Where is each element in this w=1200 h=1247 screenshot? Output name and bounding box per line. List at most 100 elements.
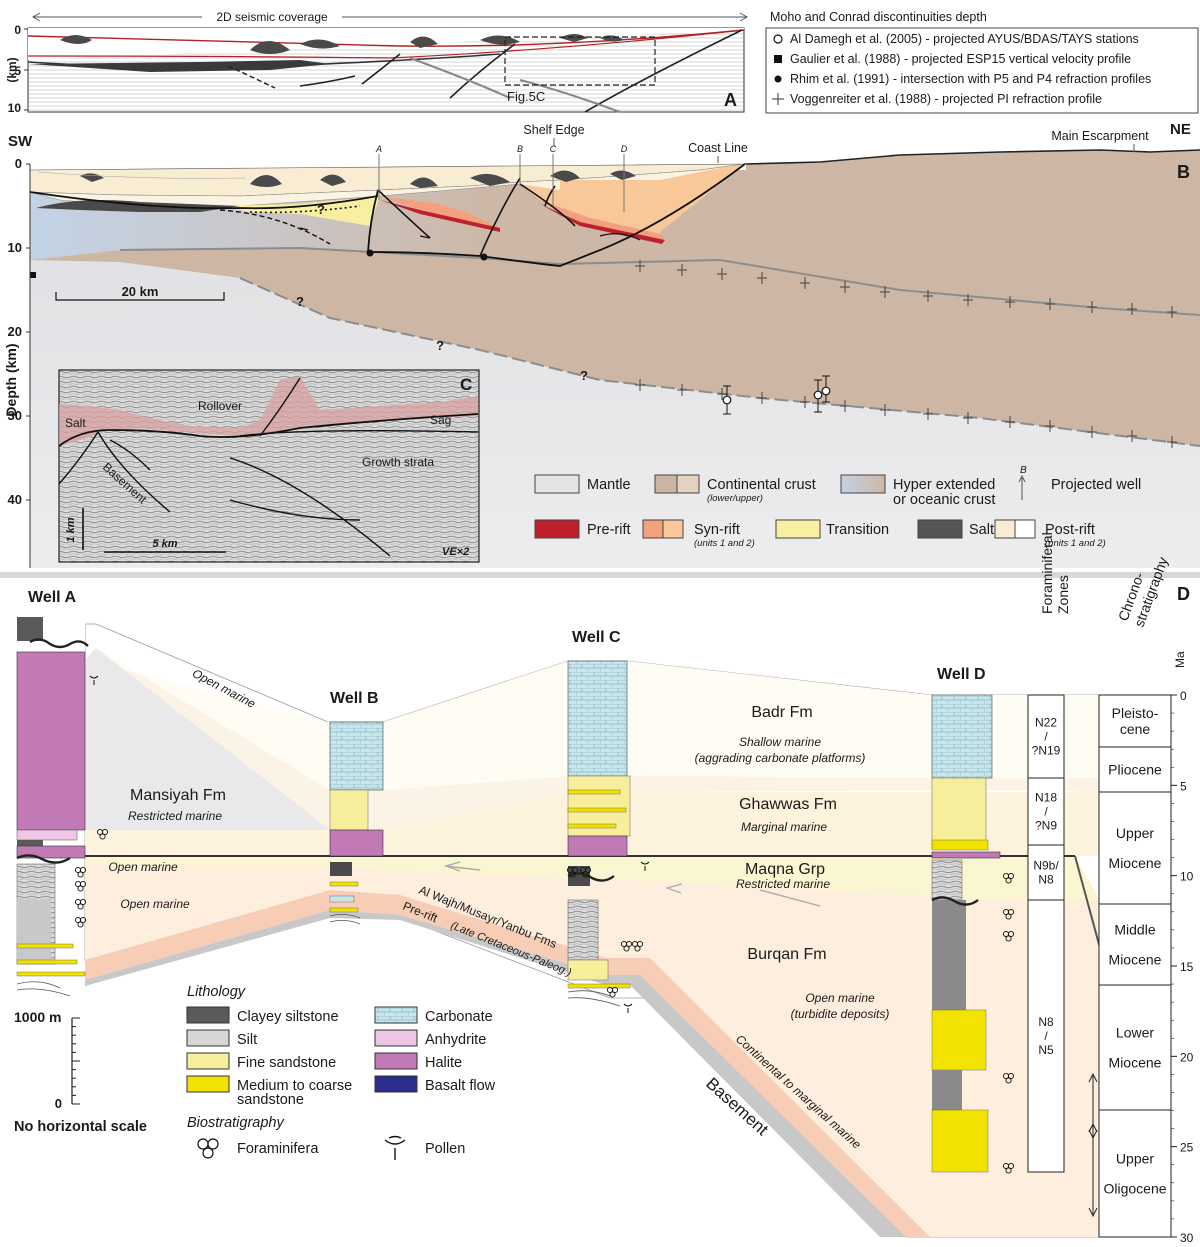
arrow-head-left-icon	[31, 12, 41, 22]
salt-diapir	[470, 173, 510, 186]
well-b-sand	[329, 881, 359, 887]
plus-icon	[800, 396, 810, 408]
foram-zone-label: /	[1044, 1029, 1048, 1043]
foraminifera-icon	[1002, 872, 1015, 884]
swatch-basalt	[374, 1075, 418, 1093]
pre-rift-1	[380, 200, 500, 232]
ghawwas-label: Ghawwas Fm	[739, 796, 837, 813]
foram-zone-label: ?N19	[1032, 744, 1061, 758]
chrono-label: Pleisto-	[1112, 705, 1159, 721]
rollover-label: Rollover	[198, 399, 242, 413]
salt-diapir	[250, 175, 282, 187]
panel-b-ytick: 30	[8, 408, 22, 423]
well-d-clay-2	[932, 1070, 962, 1110]
post-rift-reflector	[37, 171, 247, 179]
arrow-icon	[664, 883, 683, 894]
legend-swatch-transition	[775, 519, 821, 539]
burqan-band	[85, 866, 1100, 1237]
mansiyah-label: Mansiyah Fm	[130, 787, 226, 804]
lithology-legend: Lithology Clayey siltstone Silt Fine san…	[186, 984, 496, 1160]
badr-label: Badr Fm	[751, 704, 812, 721]
salt-diapir	[320, 174, 346, 186]
swatch-medium-sandstone	[186, 1075, 230, 1093]
well-c-fine-sand-2	[567, 959, 609, 981]
plus-icon	[923, 290, 933, 302]
plus-icon	[880, 286, 890, 298]
plus-icon	[1087, 426, 1097, 438]
legend-postrift: Post-rift	[1045, 522, 1095, 538]
legend-mantle: Mantle	[587, 477, 631, 493]
lith-fine-sandstone: Fine sandstone	[237, 1055, 336, 1071]
burqan-label: Burqan Fm	[747, 946, 826, 963]
ma-tick-label: 25	[1180, 1141, 1194, 1155]
ma-tick-label: 5	[1180, 779, 1187, 793]
lith-clayey-siltstone: Clayey siltstone	[237, 1009, 339, 1025]
vscale-ticks	[72, 1017, 80, 1105]
foraminifera-icon	[566, 866, 579, 878]
panel-b-ytick: 20	[8, 324, 22, 339]
legend-swatch-hyper	[840, 474, 886, 494]
panel-b-ylabel: Depth (km)	[3, 343, 19, 416]
lower-crust	[30, 248, 1200, 446]
burqan-env-1: Open marine	[805, 991, 875, 1005]
legend-swatch-cont-lower	[654, 474, 678, 494]
plus-icon	[880, 404, 890, 416]
scale-label-5km: 5 km	[152, 538, 177, 550]
well-d-sand	[931, 839, 989, 851]
swatch-fine-sandstone	[186, 1052, 230, 1070]
foraminifera-icon	[620, 940, 633, 952]
filled-circle-icon	[774, 75, 782, 83]
foram-zone-label: N8	[1038, 873, 1054, 887]
chrono-cell	[1098, 903, 1172, 986]
panel-c: Salt Rollover Sag Basement Growth strata…	[58, 369, 480, 563]
voggenreiter-markers	[635, 260, 1177, 448]
arrow-icon	[444, 861, 461, 872]
question-mark: ?	[580, 368, 588, 383]
well-c-silt	[567, 899, 599, 961]
foraminifera-icon	[1002, 908, 1015, 920]
badr-env-2: (aggrading carbonate platforms)	[695, 751, 866, 765]
salt-diapir	[610, 170, 636, 180]
well-label-a: A	[375, 144, 382, 154]
panel-a-salt-1	[28, 60, 330, 72]
well-b-halite	[329, 829, 384, 857]
panel-b: ? ? ? ? A B C D Shelf	[3, 121, 1200, 568]
legend-swatch-syn2	[662, 519, 684, 539]
discontinuity-title: Moho and Conrad discontinuities depth	[770, 10, 987, 24]
vscale-zero: 0	[55, 1096, 62, 1111]
fig5c-label: Fig.5C	[507, 89, 545, 104]
rhim-marker	[366, 249, 374, 257]
chrono-cell	[1098, 1109, 1172, 1238]
open-circle-icon	[722, 395, 732, 405]
scale-label-20km: 20 km	[122, 284, 159, 299]
salt-overlay	[59, 376, 478, 446]
open-circle-icon	[773, 34, 783, 44]
legend-continental-sub: (lower/upper)	[707, 493, 763, 504]
foraminifera-icon	[197, 1138, 219, 1159]
projected-well-icon	[1018, 474, 1026, 500]
plus-icon	[923, 408, 933, 420]
ma-tick-label: 10	[1180, 870, 1194, 884]
maqna-label: Maqna Grp	[745, 861, 825, 878]
well-a-basement	[16, 981, 71, 997]
bio-pollen: Pollen	[425, 1141, 465, 1157]
shelf-edge-label: Shelf Edge	[523, 123, 584, 137]
well-b-fine-sand	[329, 789, 369, 831]
foram-zone-label: N5	[1038, 1043, 1054, 1057]
well-a-halite	[16, 651, 86, 831]
chrono-label: Miocene	[1109, 952, 1162, 968]
panel-a-ytick: 0	[14, 23, 21, 37]
unconformity-line-2	[1074, 855, 1101, 949]
foram-zone-cell	[1027, 694, 1065, 779]
foraminifera-icon	[74, 866, 87, 878]
well-d-clay	[932, 900, 966, 1010]
swatch-anhydrite	[374, 1029, 418, 1047]
syn-rift-2	[520, 184, 660, 234]
foraminifera-icon	[74, 898, 87, 910]
plus-icon	[635, 379, 645, 391]
lith-anhydrite: Anhydrite	[425, 1032, 486, 1048]
question-mark: ?	[317, 202, 325, 217]
lithology-title: Lithology	[187, 984, 246, 1000]
